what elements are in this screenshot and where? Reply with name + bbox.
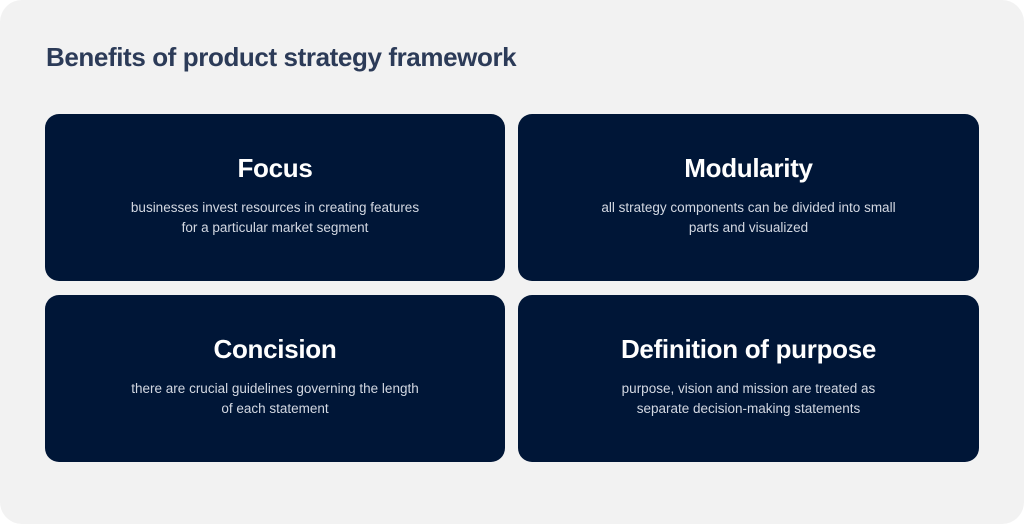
card-description: businesses invest resources in creating … — [130, 200, 420, 235]
page-title: Benefits of product strategy framework — [46, 42, 517, 72]
benefit-card-concision: Concision there are crucial guidelines g… — [45, 295, 505, 462]
card-heading: Concision — [213, 334, 337, 364]
card-heading: Modularity — [684, 153, 813, 183]
card-description: there are crucial guidelines governing t… — [131, 381, 419, 416]
benefit-card-modularity: Modularity all strategy components can b… — [518, 114, 979, 281]
card-heading: Focus — [237, 153, 313, 183]
card-heading: Definition of purpose — [620, 334, 877, 364]
card-description: all strategy components can be divided i… — [601, 200, 896, 235]
benefit-card-focus: Focus businesses invest resources in cre… — [45, 114, 505, 281]
card-description: purpose, vision and mission are treated … — [621, 381, 876, 416]
benefit-card-definition-of-purpose: Definition of purpose purpose, vision an… — [518, 295, 979, 462]
